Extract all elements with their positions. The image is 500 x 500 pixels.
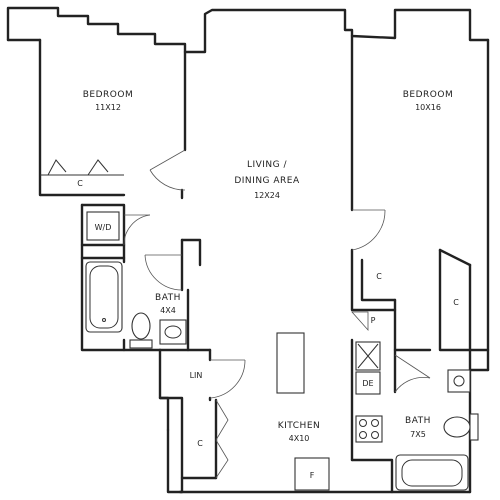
toilet-bowl-right <box>443 416 471 438</box>
bathtub-right-inner <box>401 459 463 487</box>
kitchen-name: KITCHEN <box>278 421 321 431</box>
bedroom-right-size: 10X16 <box>415 103 441 112</box>
toilet-tank-right <box>469 413 479 441</box>
living-size: 12X24 <box>254 191 280 200</box>
living-name-line2: DINING AREA <box>234 176 300 186</box>
cooktop <box>355 415 383 443</box>
burner-icon <box>371 419 379 427</box>
fridge-tag: F <box>310 471 315 480</box>
bath-small-size: 4X4 <box>160 306 176 315</box>
closet-tag-hall: C <box>197 439 203 448</box>
bathtub-right <box>395 454 469 491</box>
dishwasher-unit <box>355 371 381 395</box>
left-bedroom-closet <box>40 159 124 176</box>
bedroom-left-size: 11X12 <box>95 103 121 112</box>
pantry-tag: P <box>371 316 376 325</box>
bedroom-right-name: BEDROOM <box>403 90 453 100</box>
bedroom-left-name: BEDROOM <box>83 90 133 100</box>
washer-dryer-unit <box>86 211 120 241</box>
refrigerator-unit <box>294 457 330 491</box>
kitchen-island <box>276 332 305 394</box>
closet-tag-left-bedroom: C <box>77 179 83 188</box>
sink-right <box>447 369 471 393</box>
washer-dryer-tag: W/D <box>95 223 112 232</box>
sink-right-basin <box>453 375 465 387</box>
kitchen-size: 4X10 <box>289 434 310 443</box>
bath-right-name: BATH <box>405 416 431 426</box>
sink-left-basin <box>164 325 182 339</box>
doors <box>123 149 431 479</box>
burner-icon <box>359 431 367 439</box>
fixtures <box>85 211 479 491</box>
dishwasher-tag: DE <box>362 379 373 388</box>
burner-icon <box>359 419 367 427</box>
bath-right-size: 7X5 <box>410 430 426 439</box>
bath-small-name: BATH <box>155 293 181 303</box>
sink-left <box>159 319 187 345</box>
tag-labels: C W/D LIN C C C P DE F <box>77 179 459 480</box>
closet-tag-bedroom-right: C <box>376 272 382 281</box>
linen-tag: LIN <box>190 371 203 380</box>
toilet-tank-left <box>129 339 153 349</box>
bathtub-left-inner <box>89 265 119 329</box>
toilet-bowl-left <box>131 312 151 340</box>
burner-icon <box>371 431 379 439</box>
room-labels: BEDROOM 11X12 LIVING / DINING AREA 12X24… <box>83 90 453 443</box>
closet-tag-bedroom-right-2: C <box>453 298 459 307</box>
interior-walls <box>80 34 490 494</box>
living-name-line1: LIVING / <box>247 160 288 170</box>
tub-drain-icon <box>102 318 106 322</box>
bathtub-left <box>85 261 123 333</box>
